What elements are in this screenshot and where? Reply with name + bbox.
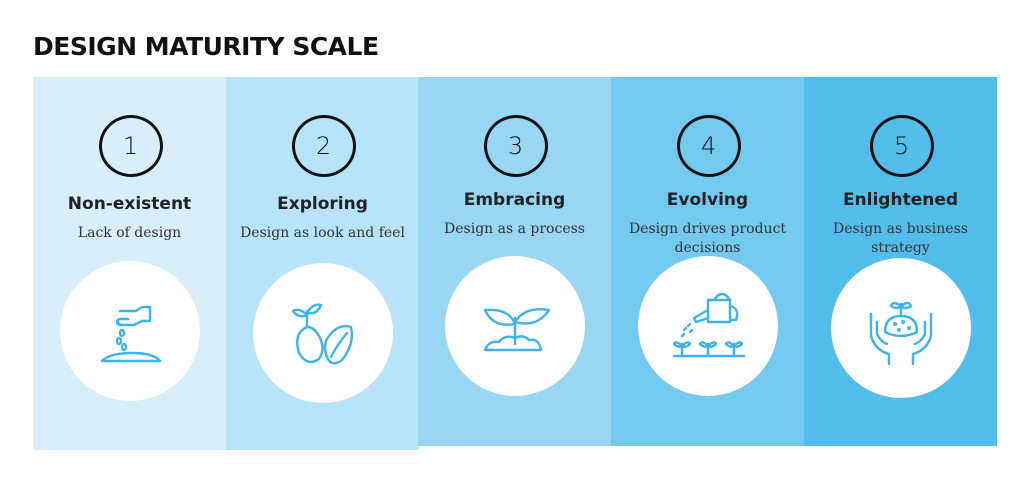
- stage-number-badge: 1: [98, 115, 163, 177]
- stage-name: Exploring: [277, 194, 368, 214]
- icon-disc: [59, 261, 200, 401]
- stage-description: Design as business strategy: [833, 221, 968, 256]
- stage-description: Design as a process: [444, 221, 585, 237]
- seedling-icon: [483, 308, 550, 352]
- stage-2: 2 Exploring Design as look and feel: [226, 77, 419, 450]
- stage-description: Design drives product decisions: [628, 221, 787, 256]
- stage-description: Lack of design: [77, 225, 182, 241]
- stage-number-badge: 4: [676, 115, 741, 177]
- stage-5: 5 Enlightened Design as business strateg…: [804, 77, 997, 446]
- icon-disc: [444, 256, 585, 396]
- stage-3: 3 Embracing Design as a process: [418, 77, 611, 446]
- watering-can-icon: [672, 292, 745, 358]
- stage-number-badge: 5: [869, 115, 934, 177]
- stage-name: Non-existent: [67, 194, 192, 214]
- hand-sowing-seeds-icon: [100, 305, 161, 363]
- icon-disc: [252, 263, 393, 403]
- stage-name: Enlightened: [842, 190, 959, 210]
- page-title: DESIGN MATURITY SCALE: [33, 32, 379, 61]
- seeds-sprouting-icon: [291, 303, 353, 365]
- stage-name: Evolving: [666, 190, 749, 210]
- stage-name: Embracing: [463, 190, 566, 210]
- stage-number-badge: 2: [291, 115, 356, 177]
- stage-4: 4 Evolving Design drives product decisio…: [611, 77, 804, 446]
- stage-number-badge: 3: [483, 115, 548, 177]
- hands-holding-plant-icon: [869, 301, 932, 366]
- stage-1: 1 Non-existent Lack of design: [33, 77, 226, 450]
- icon-disc: [830, 258, 971, 398]
- icon-disc: [637, 256, 778, 396]
- stage-description: Design as look and feel: [240, 225, 405, 241]
